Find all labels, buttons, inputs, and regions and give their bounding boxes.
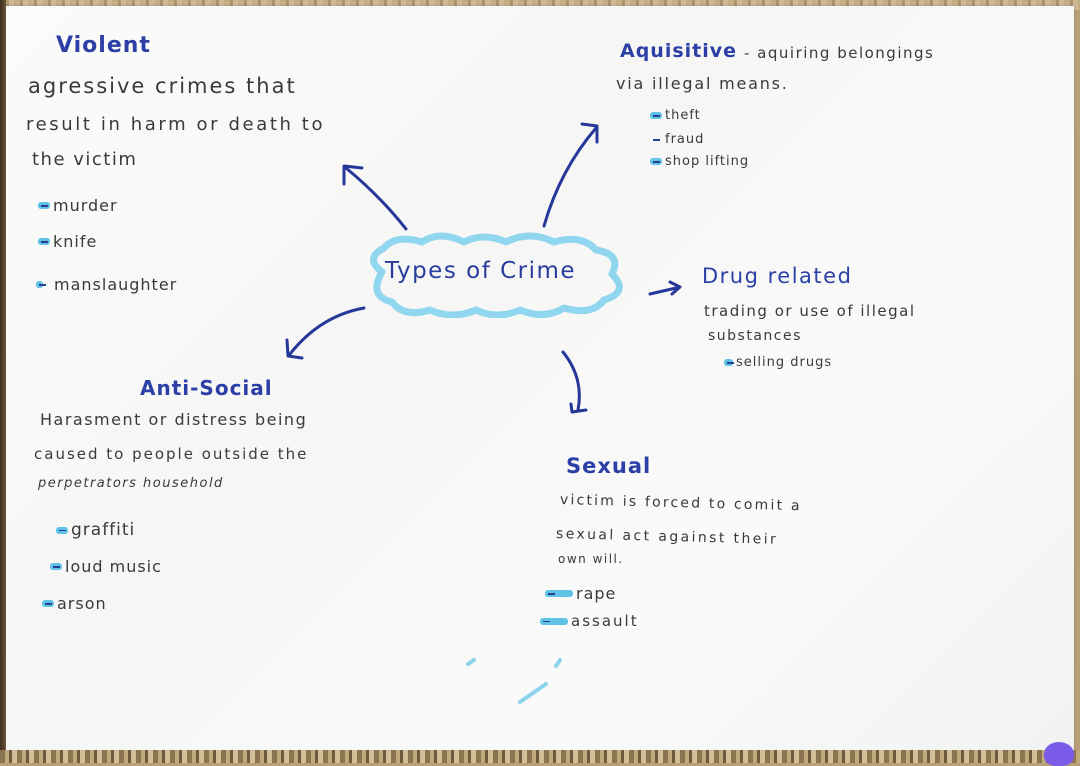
anti-social-heading: Anti-Social [140, 376, 273, 400]
drug-related-description-line-2: substances [708, 328, 802, 344]
drug-related-heading: Drug related [702, 264, 853, 288]
paper-sheet [6, 6, 1074, 750]
highlight-dash-icon [650, 112, 662, 119]
highlight-dash-icon [650, 136, 662, 143]
table-surface-top [0, 0, 1080, 10]
paper-left-edge [0, 0, 6, 763]
highlight-dash-icon [38, 202, 50, 209]
sexual-example-assault: assault [540, 612, 639, 630]
drug-related-example-selling-drugs: selling drugs [724, 355, 832, 370]
sexual-example-rape: rape [545, 584, 616, 603]
anti-social-description-line-1: Harasment or distress being [40, 410, 308, 429]
violent-description-line-1: agressive crimes that [28, 74, 297, 98]
aquisitive-description-line-1: - aquiring belongings [744, 44, 935, 62]
aquisitive-example-theft: theft [650, 108, 701, 123]
highlight-dash-icon [36, 281, 46, 288]
highlight-dash-icon [545, 590, 573, 597]
table-surface-bottom [0, 750, 1080, 763]
drug-related-description-line-1: trading or use of illegal [704, 302, 916, 320]
highlight-dash-icon [38, 238, 50, 245]
anti-social-description-line-2: caused to people outside the [34, 445, 309, 463]
highlight-dash-icon [56, 526, 68, 534]
highlight-dash-icon [50, 563, 62, 570]
sexual-description-line-3: own will. [558, 552, 624, 566]
purple-ink-blot [1044, 742, 1074, 766]
violent-example-manslaughter: manslaughter [36, 275, 177, 294]
aquisitive-description-line-2: via illegal means. [616, 74, 789, 93]
center-topic: Types of Crime [385, 258, 577, 284]
highlight-dash-icon [540, 617, 568, 625]
anti-social-example-arson: arson [42, 594, 107, 613]
violent-heading: Violent [56, 33, 151, 58]
sexual-heading: Sexual [566, 454, 652, 478]
anti-social-description-line-3: perpetrators household [38, 476, 224, 491]
cloud-outline-icon [370, 232, 623, 318]
aquisitive-example-fraud: fraud [650, 132, 704, 147]
violent-description-line-2: result in harm or death to [26, 114, 326, 135]
anti-social-example-loud-music: loud music [50, 557, 162, 576]
violent-description-line-3: the victim [32, 149, 138, 170]
violent-example-murder: murder [38, 196, 118, 215]
aquisitive-heading: Aquisitive [620, 40, 738, 62]
anti-social-example-graffiti: graffiti [56, 520, 135, 540]
violent-example-knife: knife [38, 232, 97, 251]
highlight-dash-icon [42, 600, 54, 607]
highlight-dash-icon [650, 158, 662, 165]
highlight-dash-icon [724, 359, 734, 366]
aquisitive-example-shop-lifting: shop lifting [650, 154, 749, 169]
